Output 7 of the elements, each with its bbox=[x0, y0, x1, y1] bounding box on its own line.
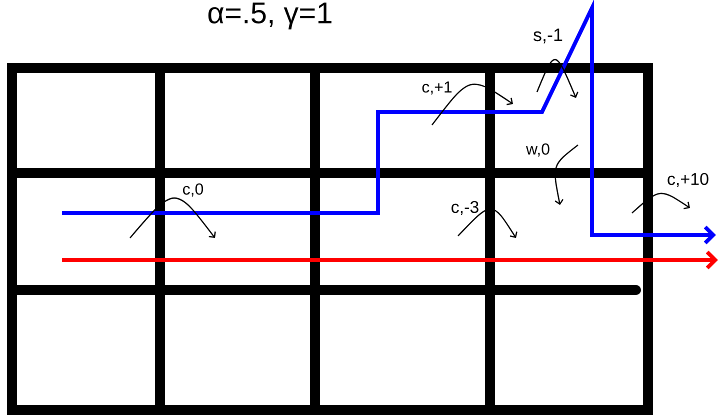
transition-label: s,-1 bbox=[534, 28, 562, 44]
transition-label: c,+10 bbox=[668, 172, 708, 188]
transition-label: c,-3 bbox=[452, 200, 478, 216]
transition-label: w,0 bbox=[526, 143, 550, 157]
transition-label: c,+1 bbox=[422, 81, 452, 94]
transition-label: α=.5, γ=1 bbox=[208, 2, 332, 30]
transition-label: c,0 bbox=[183, 183, 204, 197]
